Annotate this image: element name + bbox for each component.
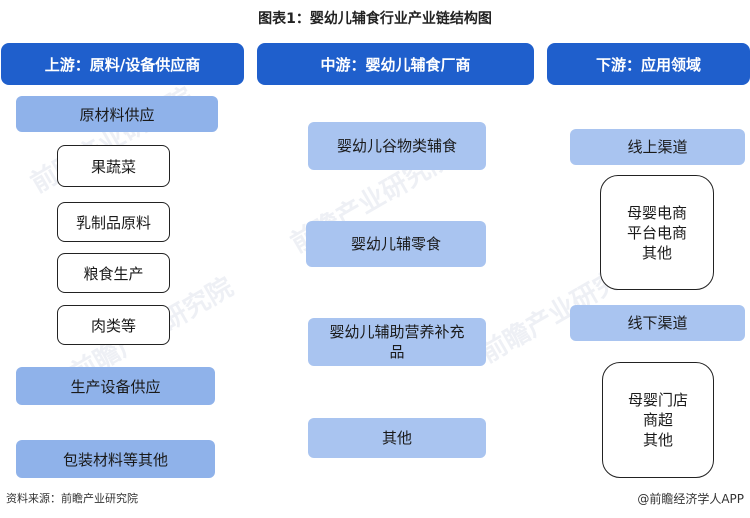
- midstream-header: 中游：婴幼儿辅食厂商: [257, 43, 534, 85]
- offline-item: 母婴门店: [627, 391, 688, 409]
- upstream-item: 乳制品原料: [57, 202, 170, 242]
- midstream-item: 婴幼儿辅助营养补充 品: [308, 318, 486, 366]
- midstream-item: 婴幼儿辅零食: [306, 221, 486, 267]
- upstream-header: 上游：原料/设备供应商: [1, 43, 244, 85]
- offline-item: 商超: [642, 411, 673, 429]
- downstream-header: 下游：应用领域: [547, 43, 750, 85]
- offline-item: 其他: [642, 431, 673, 449]
- upstream-item: 果蔬菜: [57, 145, 170, 187]
- source-note: 资料来源：前瞻产业研究院: [6, 492, 138, 505]
- offline-channel: 线下渠道: [570, 305, 745, 341]
- diagram-title: 图表1：婴幼儿辅食行业产业链结构图: [258, 11, 492, 27]
- online-item: 平台电商: [626, 223, 687, 242]
- midstream-item: 婴幼儿谷物类辅食: [308, 122, 486, 170]
- midstream-item: 其他: [308, 418, 486, 458]
- online-channel-list: 母婴电商 平台电商 其他: [600, 175, 714, 290]
- equipment-box: 生产设备供应: [16, 367, 215, 405]
- online-channel: 线上渠道: [570, 129, 745, 165]
- upstream-item: 粮食生产: [57, 253, 170, 293]
- offline-channel-list: 母婴门店 商超 其他: [602, 362, 714, 478]
- online-item: 母婴电商: [626, 203, 687, 222]
- raw-material-box: 原材料供应: [16, 96, 218, 132]
- packaging-box: 包装材料等其他: [16, 440, 215, 478]
- online-item: 其他: [641, 243, 672, 262]
- midstream-item-label: 婴幼儿辅助营养补充 品: [329, 323, 465, 361]
- upstream-item: 肉类等: [57, 305, 170, 345]
- brand-note: @前瞻经济学人APP: [637, 492, 744, 506]
